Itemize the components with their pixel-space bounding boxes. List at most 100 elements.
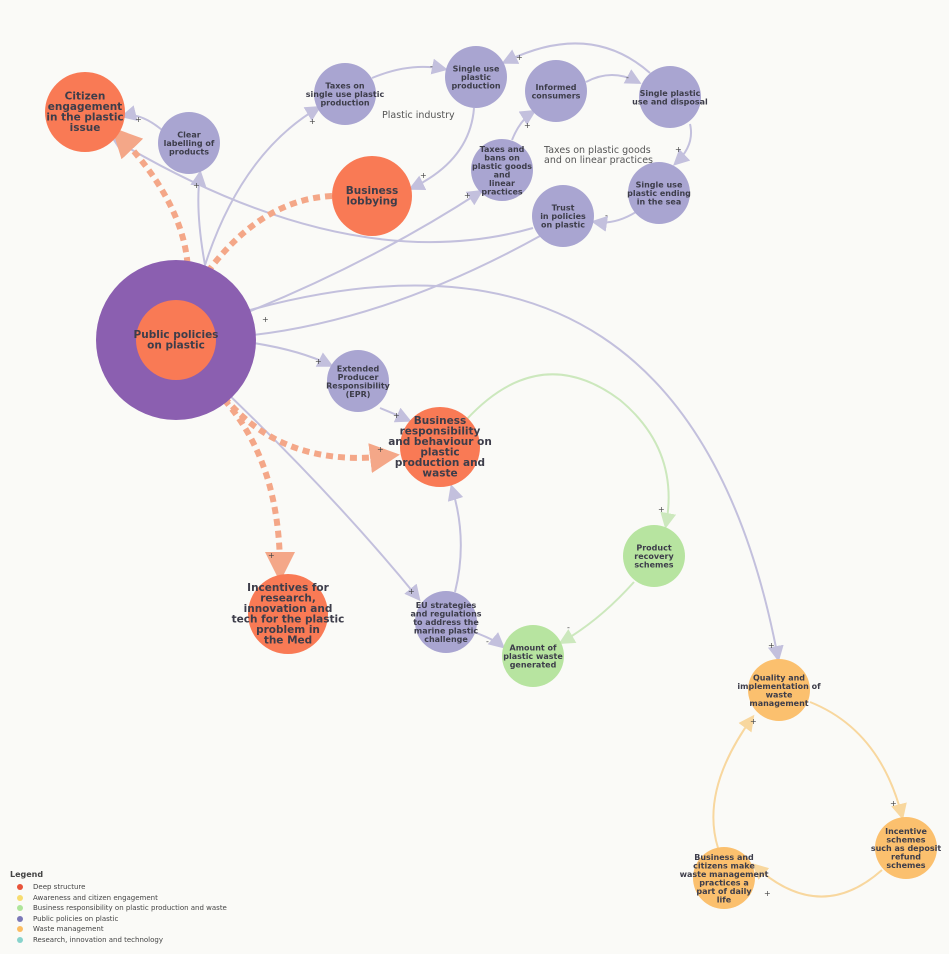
node-label: Taxes and: [480, 145, 525, 154]
svg-text:+: +: [658, 505, 665, 514]
node-circle: [136, 300, 216, 380]
node-label: Business and: [694, 853, 754, 862]
node-label: labelling of: [164, 139, 215, 148]
svg-text:-: -: [486, 637, 489, 646]
node-label: marine plastic: [414, 627, 479, 636]
svg-text:+: +: [268, 551, 275, 560]
node-label: responsibility: [400, 425, 481, 437]
edge-signs: -+ +- +- ++ ++ ++ ++ ++ +- +- ++ ++: [135, 53, 897, 898]
node-label: products: [169, 148, 209, 157]
node-label: use and disposal: [632, 97, 708, 106]
node-circle: [639, 66, 701, 128]
node-label: plastic: [461, 73, 491, 82]
legend-item: Business responsibility on plastic produ…: [10, 903, 227, 914]
legend-title: Legend: [10, 870, 44, 879]
legend-item: Deep structure: [10, 882, 227, 893]
node-circle: [471, 139, 533, 201]
svg-text:+: +: [768, 641, 775, 650]
node-label: schemes: [634, 561, 673, 570]
svg-text:+: +: [464, 191, 471, 200]
node-label: (EPR): [346, 390, 371, 399]
node-label: waste: [422, 467, 457, 479]
node-label: Producer: [338, 373, 379, 382]
node-label: plastic: [420, 446, 459, 458]
node-circle: [415, 591, 477, 653]
node-label: practices a: [699, 878, 749, 887]
node-label: the Med: [264, 634, 312, 646]
node-label: practices: [481, 187, 523, 196]
node-label: to address the: [413, 618, 479, 627]
legend-dot-icon: [17, 936, 23, 943]
legend-dot-icon: [17, 884, 23, 891]
node-label: Clear: [177, 131, 200, 140]
node-label: and: [494, 170, 511, 179]
node-label: life: [717, 895, 732, 904]
svg-text:+: +: [524, 121, 531, 130]
label-plastic-industry: Plastic industry: [382, 110, 455, 121]
svg-text:+: +: [309, 117, 316, 126]
svg-text:-: -: [605, 211, 608, 220]
node-label: research,: [260, 592, 316, 604]
node-circle: [693, 847, 755, 909]
legend-item: Research, innovation and technology: [10, 935, 227, 946]
svg-text:-: -: [626, 73, 629, 82]
legend-item: Awareness and citizen engagement: [10, 893, 227, 904]
legend-label: Public policies on plastic: [33, 914, 119, 923]
node-label: Quality and: [753, 673, 805, 682]
node-label: and behaviour on: [388, 436, 492, 448]
node-label: engagement: [48, 101, 122, 113]
node-circle: [400, 407, 480, 487]
svg-text:+: +: [420, 171, 427, 180]
node-circle: [875, 817, 937, 879]
node-label: issue: [70, 122, 101, 134]
svg-text:-: -: [567, 623, 570, 632]
node-label: plastic waste: [503, 652, 563, 661]
node-label: plastic ending: [627, 189, 691, 198]
node-label: single use plastic: [306, 90, 385, 99]
legend-item: Waste management: [10, 924, 227, 935]
svg-text:+: +: [750, 717, 757, 726]
node-label: Extended: [337, 364, 380, 373]
svg-text:+: +: [890, 799, 897, 808]
node-label: in the sea: [637, 198, 682, 207]
node-label: Citizen: [65, 90, 106, 102]
legend-dot-icon: [17, 926, 23, 933]
node-label: in the plastic: [46, 111, 123, 123]
node-label: linear: [489, 179, 515, 188]
node-label: Incentives for: [247, 582, 329, 594]
node-circle: [445, 46, 507, 108]
svg-text:+: +: [377, 445, 384, 454]
node-label: Business: [414, 415, 466, 427]
legend-dot-icon: [17, 894, 23, 901]
node-label: production: [320, 99, 369, 108]
node-label: Product: [636, 544, 671, 553]
node-circle: [532, 185, 594, 247]
legend-dot-icon: [17, 905, 23, 912]
svg-text:+: +: [262, 315, 269, 324]
node-circle: [628, 162, 690, 224]
legend-label: Deep structure: [33, 883, 86, 892]
node-label: Incentive: [885, 827, 927, 836]
node-label: Amount of: [510, 644, 558, 653]
